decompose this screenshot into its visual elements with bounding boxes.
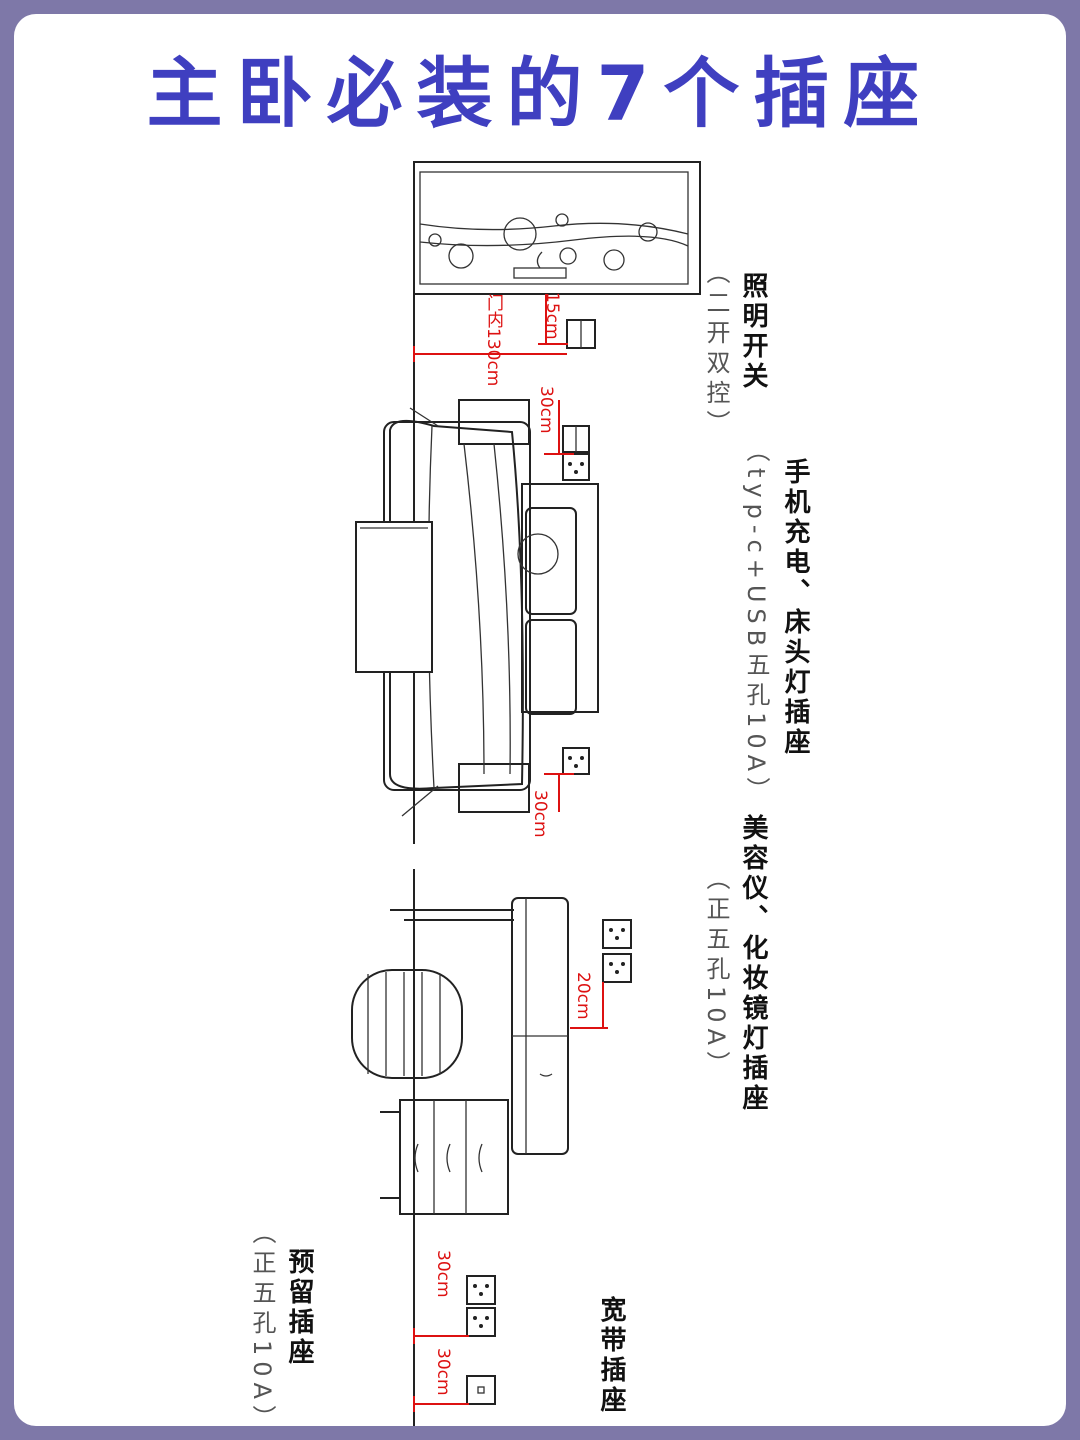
vanity-socket-bottom-icon bbox=[602, 953, 632, 983]
dimension-door bbox=[413, 346, 567, 362]
drawer-cabinet bbox=[380, 1099, 509, 1215]
reserved-socket-label: 预留插座 bbox=[284, 1248, 314, 1368]
dimension-broadband bbox=[413, 1396, 469, 1412]
dimension-bedside-top bbox=[544, 400, 574, 455]
dimension-bedside-bottom-label: 30cm bbox=[530, 790, 550, 838]
dimension-vanity bbox=[570, 982, 608, 1029]
vanity-socket-top-icon bbox=[602, 919, 632, 949]
dimension-reserved-label: 30cm bbox=[433, 1250, 453, 1298]
dimension-reserved bbox=[413, 1328, 469, 1344]
tv-cabinet bbox=[413, 161, 701, 295]
floor-plan-drawing bbox=[351, 161, 701, 1426]
lighting-switch-icon bbox=[566, 319, 596, 349]
reserved-socket-bottom-icon bbox=[466, 1307, 496, 1337]
broadband-socket-icon bbox=[466, 1375, 496, 1405]
bedside-socket-note: （typ-c+USB五孔10A） bbox=[742, 438, 770, 808]
vanity-table bbox=[390, 897, 569, 1155]
page-title: 主卧必装的7个插座 bbox=[146, 49, 934, 138]
dimension-broadband-label: 30cm bbox=[433, 1348, 453, 1396]
vanity-socket-note: （正五孔10A） bbox=[702, 866, 730, 1081]
dimension-door-label: 门内130cm bbox=[483, 294, 503, 387]
dimension-switch bbox=[538, 294, 568, 345]
dimension-bedside-top-label: 30cm bbox=[536, 386, 556, 434]
dimension-vanity-label: 20cm bbox=[573, 972, 593, 1020]
dimension-bedside-bottom bbox=[544, 773, 574, 812]
lighting-switch-note: （二开双控） bbox=[702, 260, 730, 440]
round-stool bbox=[351, 969, 463, 1079]
dimension-switch-label: 15cm bbox=[542, 292, 562, 340]
bed bbox=[355, 399, 599, 817]
bedside-socket-top-icon bbox=[562, 425, 590, 481]
bedside-socket-bottom-icon bbox=[562, 747, 590, 775]
reserved-socket-note: （正五孔10A） bbox=[248, 1220, 276, 1426]
diagram-card: 主卧必装的7个插座 bbox=[14, 14, 1066, 1426]
vanity-socket-label: 美容仪、化妆镜灯插座 bbox=[738, 814, 768, 1114]
lighting-switch-label: 照明开关 bbox=[738, 272, 768, 392]
reserved-socket-top-icon bbox=[466, 1275, 496, 1305]
broadband-socket-label: 宽带插座 bbox=[596, 1296, 626, 1416]
bedside-socket-label: 手机充电、床头灯插座 bbox=[780, 458, 810, 758]
